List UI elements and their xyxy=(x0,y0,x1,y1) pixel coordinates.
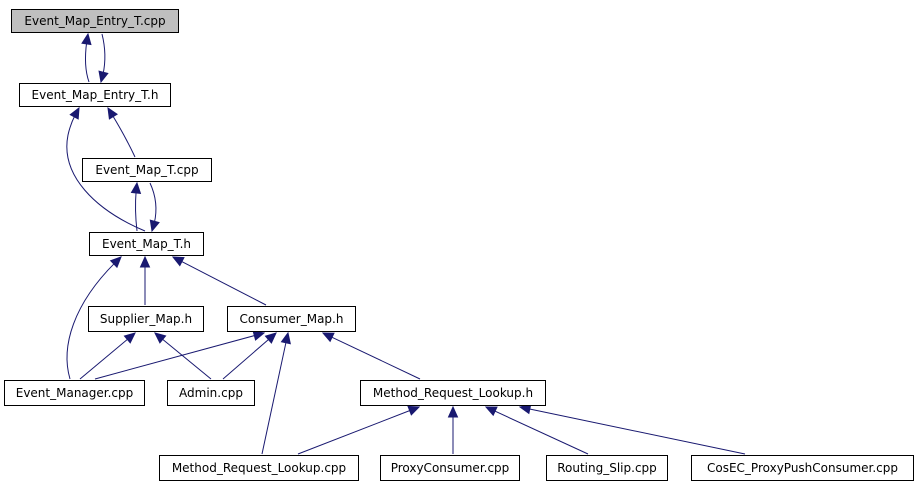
arrowhead-icon xyxy=(107,106,118,120)
edge-event_manager_cpp-to-supplier-map-h xyxy=(79,332,136,380)
arrowhead-icon xyxy=(154,332,167,344)
arrowhead-icon xyxy=(130,181,142,194)
arrowhead-icon xyxy=(81,32,92,46)
edge-event_map_t_h-to-event-map-entry-t-h xyxy=(66,106,146,232)
edge-method_request_lookup_cpp-to-method-request-lookup-h xyxy=(297,405,421,455)
edge-event_manager_cpp-to-event-map-t-h xyxy=(66,256,122,380)
edge-proxyconsumer_cpp-to-method-request-lookup-h xyxy=(447,405,459,454)
arrowhead-icon xyxy=(98,70,109,84)
arrowhead-icon xyxy=(264,332,277,344)
arrowhead-icon xyxy=(109,256,122,269)
arrowhead-icon xyxy=(123,332,136,344)
edge-admin_cpp-to-supplier-map-h xyxy=(154,332,212,380)
node-consumer-map-h[interactable]: Consumer_Map.h xyxy=(227,306,356,332)
edge-method_request_lookup_cpp-to-consumer-map-h xyxy=(261,331,291,455)
arrowhead-icon xyxy=(280,331,291,345)
arrowhead-icon xyxy=(447,405,459,418)
edge-routing_slip_cpp-to-method-request-lookup-h xyxy=(484,406,589,455)
node-routing-slip-cpp[interactable]: Routing_Slip.cpp xyxy=(546,455,668,481)
arrowhead-icon xyxy=(171,256,185,267)
edge-event_map_entry_t_h-to-event-map-entry-t-cpp xyxy=(81,32,92,83)
edge-supplier_map_h-to-event-map-t-h xyxy=(139,255,151,305)
arrowhead-icon xyxy=(149,219,160,233)
node-event-map-t-cpp[interactable]: Event_Map_T.cpp xyxy=(82,158,212,182)
edge-event_map_t_h-to-event-map-t-cpp xyxy=(130,181,142,232)
edge-admin_cpp-to-consumer-map-h xyxy=(222,332,277,380)
edge-method_request_lookup_h-to-consumer-map-h xyxy=(321,332,421,380)
node-admin-cpp[interactable]: Admin.cpp xyxy=(167,380,255,406)
node-event-map-entry-t-h[interactable]: Event_Map_Entry_T.h xyxy=(19,83,171,107)
node-method-request-lookup-cpp[interactable]: Method_Request_Lookup.cpp xyxy=(159,455,359,481)
node-proxyconsumer-cpp[interactable]: ProxyConsumer.cpp xyxy=(380,455,520,481)
arrowhead-icon xyxy=(321,332,335,343)
node-method-request-lookup-h[interactable]: Method_Request_Lookup.h xyxy=(360,380,546,406)
edge-event_manager_cpp-to-consumer-map-h xyxy=(94,330,266,380)
edge-event_map_t_cpp-to-event-map-entry-t-h xyxy=(107,106,136,158)
arrowhead-icon xyxy=(252,330,266,341)
edge-event_map_entry_t_cpp-to-event-map-entry-t-h xyxy=(98,33,109,84)
arrowhead-icon xyxy=(407,405,421,416)
edge-consumer_map_h-to-event-map-t-h xyxy=(171,256,267,306)
node-event-map-t-h[interactable]: Event_Map_T.h xyxy=(89,232,204,256)
arrowhead-icon xyxy=(484,406,498,417)
arrowhead-icon xyxy=(69,106,80,120)
edge-event_map_t_cpp-to-event-map-t-h xyxy=(149,182,160,233)
edge-cosec_proxypushconsumer_cpp-to-method-request-lookup-h xyxy=(518,403,746,455)
node-event-manager-cpp[interactable]: Event_Manager.cpp xyxy=(4,380,145,406)
node-supplier-map-h[interactable]: Supplier_Map.h xyxy=(88,306,204,332)
node-event-map-entry-t-cpp: Event_Map_Entry_T.cpp xyxy=(11,9,179,33)
arrowhead-icon xyxy=(139,255,151,268)
node-cosec-proxypushconsumer-cpp[interactable]: CosEC_ProxyPushConsumer.cpp xyxy=(691,455,914,481)
